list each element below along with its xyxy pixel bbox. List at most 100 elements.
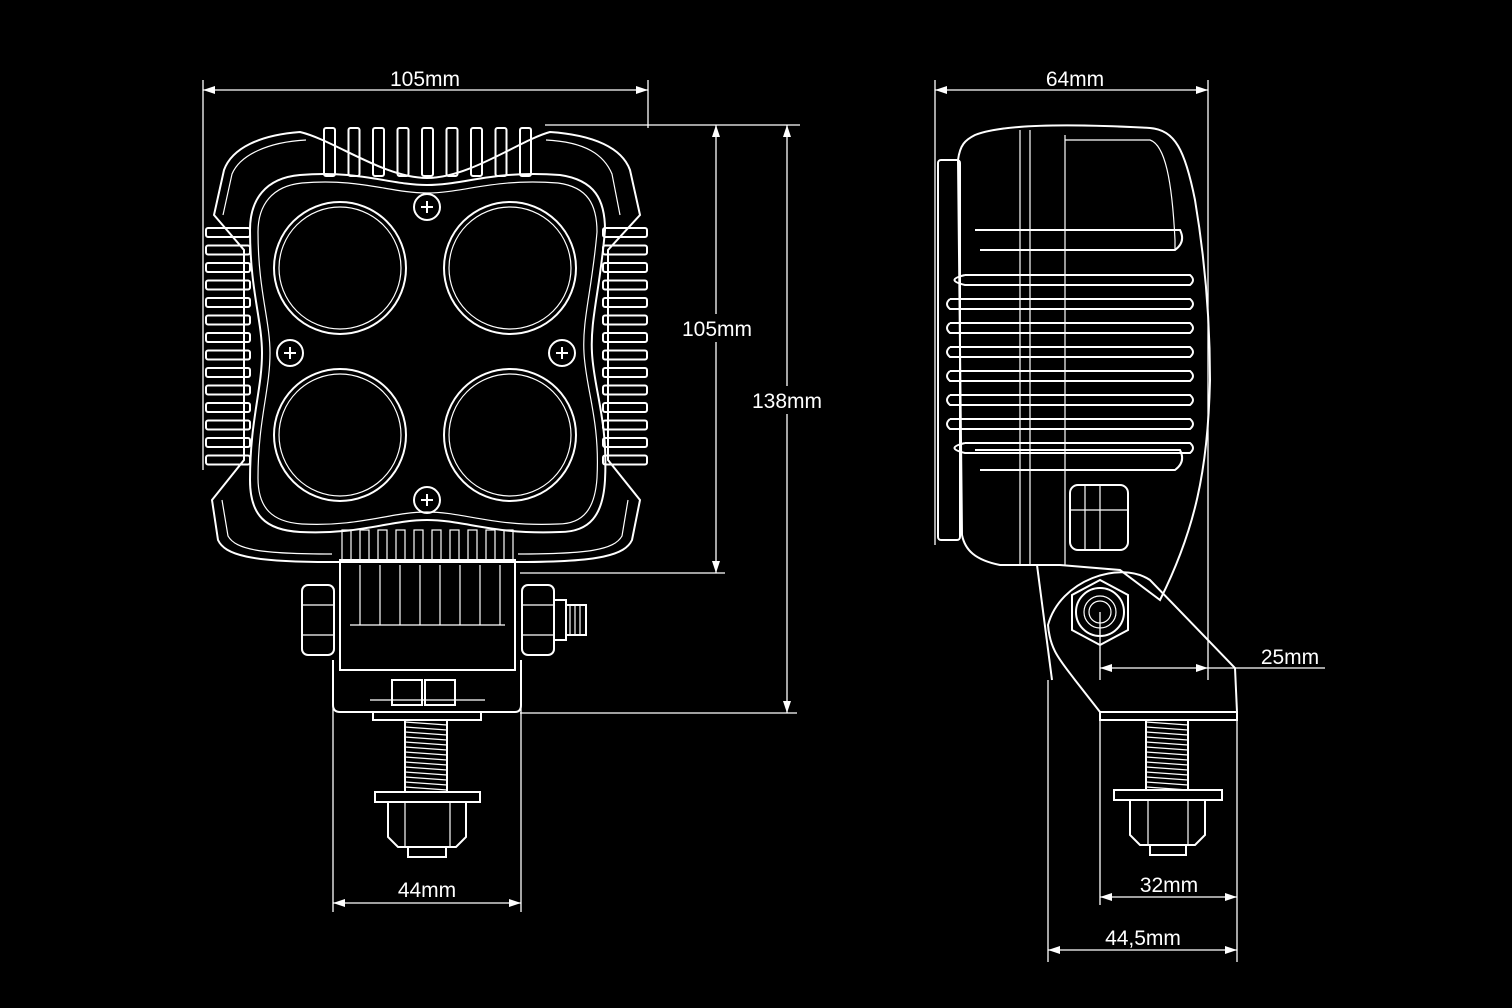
fin bbox=[946, 394, 1194, 406]
fin bbox=[975, 229, 1184, 251]
fin bbox=[503, 529, 514, 563]
fin bbox=[602, 437, 648, 448]
fin bbox=[602, 419, 648, 431]
bolt-thread bbox=[1145, 746, 1189, 751]
bolt-thread bbox=[404, 761, 448, 766]
pivot-arm bbox=[1046, 571, 1239, 713]
bolt-thread bbox=[1145, 776, 1189, 781]
lens-height-label: 105mm bbox=[682, 318, 752, 341]
fin bbox=[421, 127, 434, 177]
fin bbox=[946, 370, 1194, 382]
fin bbox=[946, 346, 1194, 358]
bolt-thread bbox=[404, 731, 448, 736]
bracket-width-label: 44mm bbox=[398, 879, 456, 902]
screw-icon bbox=[276, 339, 304, 367]
width-label: 105mm bbox=[390, 68, 460, 91]
total-height-label: 138mm bbox=[752, 390, 822, 413]
fin bbox=[205, 279, 251, 291]
mount-bolt bbox=[372, 711, 482, 858]
fin bbox=[341, 529, 352, 563]
lens-bottom-right bbox=[443, 368, 577, 502]
bolt-thread bbox=[404, 741, 448, 746]
fin bbox=[205, 297, 251, 308]
bolt-thread bbox=[1145, 756, 1189, 761]
fin bbox=[602, 262, 648, 273]
bolt-thread bbox=[404, 751, 448, 756]
fin bbox=[953, 274, 1194, 286]
fin bbox=[602, 367, 648, 378]
bolt-thread bbox=[404, 781, 448, 786]
bolt-thread bbox=[404, 721, 448, 726]
fin bbox=[205, 419, 251, 431]
lens-plate bbox=[248, 173, 607, 534]
fin bbox=[205, 367, 251, 378]
pivot-offset-label: 25mm bbox=[1261, 646, 1319, 669]
fin bbox=[205, 314, 251, 326]
fin bbox=[396, 127, 410, 177]
fin bbox=[602, 332, 648, 343]
fin bbox=[602, 227, 648, 238]
front-dimensions: 105mm 105mm 138mm 44mm bbox=[202, 68, 830, 912]
left-fins bbox=[205, 227, 251, 466]
bolt-thread bbox=[404, 776, 448, 781]
mount-bracket bbox=[301, 559, 587, 713]
fin bbox=[602, 384, 648, 396]
bolt-thread bbox=[1145, 781, 1189, 786]
bolt-thread bbox=[404, 746, 448, 751]
side-housing bbox=[956, 124, 1212, 602]
fin bbox=[205, 437, 251, 448]
fin bbox=[602, 297, 648, 308]
bottom-fins bbox=[341, 529, 514, 563]
housing-outline bbox=[210, 130, 642, 563]
fin bbox=[359, 529, 370, 563]
bolt-thread bbox=[404, 726, 448, 731]
depth-label: 64mm bbox=[1046, 68, 1104, 91]
fin bbox=[485, 529, 496, 563]
fin bbox=[602, 314, 648, 326]
fin bbox=[946, 322, 1194, 334]
bolt-thread bbox=[404, 736, 448, 741]
foot-inner-label: 32mm bbox=[1140, 874, 1198, 897]
screw-icon bbox=[548, 339, 576, 367]
bolt-thread bbox=[404, 766, 448, 771]
fin bbox=[395, 529, 406, 563]
lens-top-right bbox=[443, 201, 577, 335]
bolt-thread bbox=[1145, 721, 1189, 726]
fin bbox=[205, 349, 251, 361]
bolt-thread bbox=[1145, 736, 1189, 741]
bolt-thread bbox=[404, 756, 448, 761]
fin bbox=[323, 127, 336, 177]
bolt-thread bbox=[1145, 741, 1189, 746]
bolt-thread bbox=[404, 771, 448, 776]
bolt-thread bbox=[1145, 726, 1189, 731]
fin bbox=[467, 529, 478, 563]
fin bbox=[602, 349, 648, 361]
side-view bbox=[937, 124, 1239, 856]
right-fins bbox=[602, 227, 648, 466]
fin bbox=[347, 127, 361, 177]
screw-icon bbox=[413, 193, 441, 221]
fin bbox=[205, 384, 251, 396]
fin bbox=[975, 449, 1184, 471]
fin bbox=[372, 127, 385, 177]
fin bbox=[449, 529, 460, 563]
fin bbox=[205, 402, 251, 413]
bolt-thread bbox=[1145, 771, 1189, 776]
fin bbox=[953, 442, 1194, 454]
fin bbox=[946, 298, 1194, 310]
fin bbox=[445, 127, 459, 177]
bolt-thread bbox=[1145, 761, 1189, 766]
fin bbox=[602, 454, 648, 466]
fin bbox=[205, 332, 251, 343]
lens-bottom-left bbox=[273, 368, 407, 502]
fin bbox=[470, 127, 483, 177]
bolt-thread bbox=[1145, 751, 1189, 756]
fin bbox=[519, 127, 532, 177]
foot-outer-label: 44,5mm bbox=[1105, 927, 1181, 950]
front-view bbox=[205, 127, 648, 858]
fin bbox=[602, 279, 648, 291]
side-dimensions: 64mm 25mm 32mm 44,5mm bbox=[934, 68, 1325, 962]
fin bbox=[946, 418, 1194, 430]
screw-icon bbox=[413, 486, 441, 514]
